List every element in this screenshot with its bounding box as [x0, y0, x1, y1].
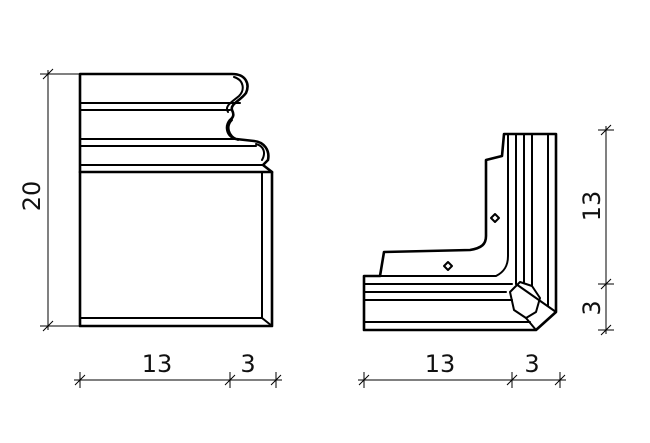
front-return-chamfer	[261, 317, 273, 327]
corner-view-profile	[379, 133, 509, 277]
corner-height-dimension: 13 3	[578, 124, 614, 336]
corner-width-dimension: 13 3	[358, 350, 566, 388]
corner-height-main-label: 13	[578, 191, 606, 222]
front-width-main-label: 13	[142, 350, 173, 378]
front-height-label: 20	[18, 181, 46, 212]
corner-height-return-label: 3	[578, 300, 606, 315]
corner-view-outline	[362, 132, 558, 332]
corner-mitre-knot	[509, 281, 541, 319]
corner-marker-1	[490, 213, 500, 223]
corner-view-plinth	[362, 132, 558, 332]
corner-mitre-chamfer	[525, 317, 537, 331]
front-width-return-label: 3	[240, 350, 255, 378]
front-view-plinth	[78, 72, 274, 328]
front-width-dimension: 13 3	[74, 350, 282, 388]
corner-marker-2	[443, 261, 453, 271]
front-view-outline	[78, 72, 274, 328]
corner-mitre-line	[515, 283, 557, 313]
corner-width-main-label: 13	[425, 350, 456, 378]
front-height-dimension: 20	[18, 68, 80, 332]
corner-width-return-label: 3	[524, 350, 539, 378]
